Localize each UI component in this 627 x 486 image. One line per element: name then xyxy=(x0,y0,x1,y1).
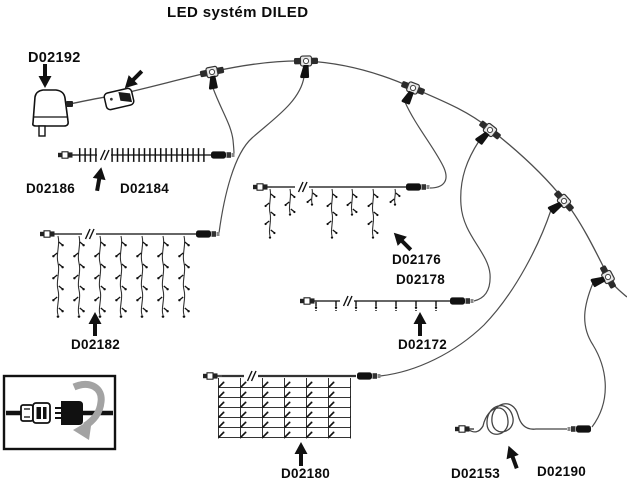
icicle-lights-icon xyxy=(252,180,430,240)
arrow-down-icon xyxy=(36,62,54,90)
connection-inset xyxy=(2,374,117,451)
arrow-up-icon xyxy=(88,164,110,194)
join-direction-arrow-icon xyxy=(72,380,105,440)
arrow-up-icon xyxy=(500,441,525,473)
controller-icon xyxy=(103,87,135,111)
t-connector-icon xyxy=(469,118,504,152)
label-icicle-d02176: D02176 xyxy=(392,252,442,267)
label-ext-d02190: D02190 xyxy=(537,464,587,479)
led-string-icon xyxy=(299,294,474,311)
coiled-cable-icon xyxy=(454,403,591,435)
net-lights-icon xyxy=(202,369,381,439)
string-lights-icon xyxy=(57,147,235,163)
label-string-d02186: D02186 xyxy=(26,181,76,196)
label-net: D02180 xyxy=(281,466,331,481)
main-trunk-cable xyxy=(69,60,627,298)
arrow-up-icon xyxy=(411,310,429,338)
t-connector-icon xyxy=(293,55,319,79)
label-string-d02172: D02172 xyxy=(398,337,448,352)
label-ext-d02153: D02153 xyxy=(451,466,501,481)
t-connector-icon xyxy=(586,263,619,297)
arrow-up-icon xyxy=(292,440,310,468)
label-curtain: D02182 xyxy=(71,337,121,352)
arrow-up-left-icon xyxy=(389,228,415,254)
label-power-adapter: D02192 xyxy=(28,50,81,66)
branch-cables xyxy=(212,76,606,428)
power-adapter-icon xyxy=(32,89,73,137)
t-connector-icon xyxy=(395,78,427,109)
page-title: LED systém DILED xyxy=(167,4,309,21)
t-connector-icon xyxy=(198,64,228,92)
label-string-d02184: D02184 xyxy=(120,181,170,196)
label-icicle-d02178: D02178 xyxy=(396,272,446,287)
curtain-lights-icon xyxy=(39,227,220,319)
